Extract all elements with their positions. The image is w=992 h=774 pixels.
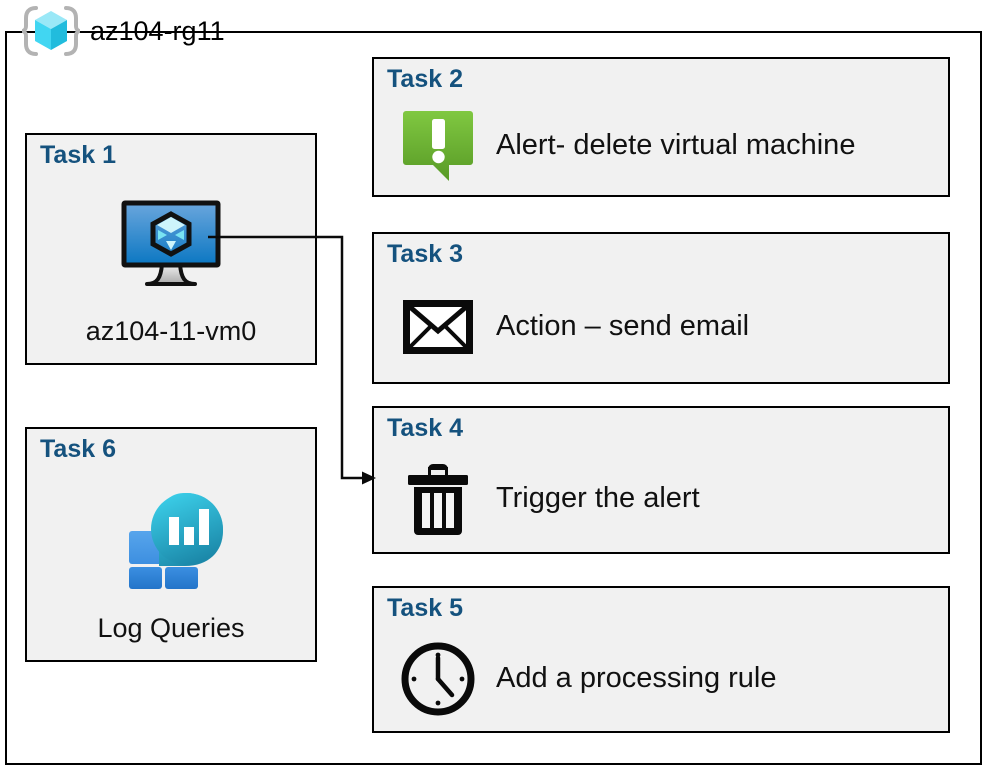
task4-caption: Trigger the alert [496, 482, 700, 515]
task-card-task6[interactable]: Task 6 [25, 427, 317, 662]
clock-icon [401, 642, 475, 715]
task-card-task4[interactable]: Task 4 Trigger the alert [372, 406, 950, 554]
trash-can-icon [408, 464, 468, 535]
task5-icon-wrap [396, 640, 480, 718]
task6-caption: Log Queries [97, 613, 245, 643]
task-label: Task 1 [40, 141, 116, 169]
alert-callout-icon [403, 111, 473, 181]
resource-group-boundary [5, 31, 982, 765]
task4-row: Trigger the alert [396, 452, 938, 546]
task-label: Task 6 [40, 435, 116, 463]
envelope-icon [403, 300, 473, 354]
task2-caption: Alert- delete virtual machine [496, 129, 856, 162]
task-card-task2[interactable]: Task 2 Alert- delete virtual machine [372, 57, 950, 197]
task-label: Task 5 [387, 594, 463, 622]
task3-row: Action – send email [396, 278, 938, 376]
task-card-task3[interactable]: Task 3 Action – send email [372, 232, 950, 384]
task4-icon-wrap [396, 459, 480, 539]
task1-icon-wrap [27, 190, 315, 300]
task2-icon-wrap [396, 107, 480, 185]
task-card-task1[interactable]: Task 1 [25, 133, 317, 365]
resource-group-label-notch [29, 53, 281, 77]
task-card-task5[interactable]: Task 5 Add a processing rule [372, 586, 950, 733]
task2-row: Alert- delete virtual machine [396, 103, 938, 189]
resource-group-header: az104-rg11 [22, 2, 225, 60]
task5-caption: Add a processing rule [496, 661, 777, 694]
task1-caption: az104-11-vm0 [85, 316, 257, 346]
task-label: Task 2 [387, 65, 463, 93]
task-label: Task 4 [387, 414, 463, 442]
virtual-machine-icon [121, 200, 221, 286]
resource-group-name: az104-rg11 [90, 15, 225, 46]
log-analytics-icon [129, 493, 223, 589]
task6-icon-wrap [27, 484, 315, 594]
task3-icon-wrap [396, 300, 480, 354]
task3-caption: Action – send email [496, 310, 750, 343]
task-label: Task 3 [387, 240, 463, 268]
task5-row: Add a processing rule [396, 632, 938, 725]
resource-group-cube-icon [22, 6, 80, 56]
